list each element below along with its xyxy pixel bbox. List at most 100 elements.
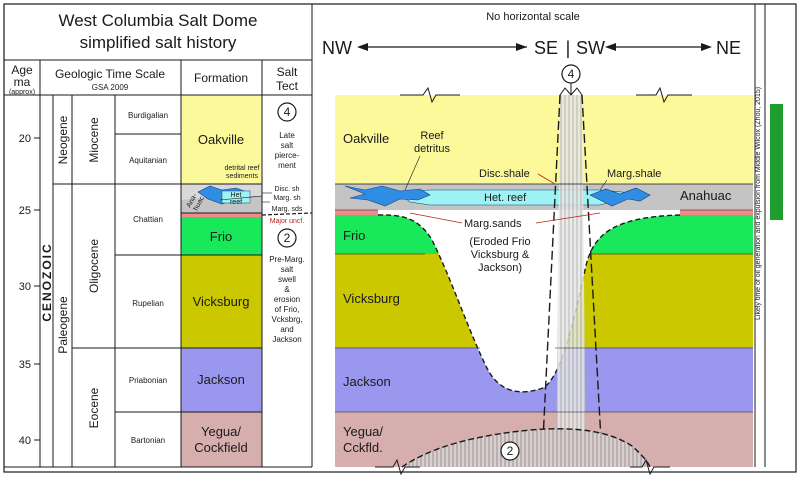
salt-stem-left-edge [542,94,561,441]
label-het-a: Het [231,192,242,199]
xs-label-eroded-3: Jackson) [478,262,522,274]
xs-label-reef: Reef [420,130,444,142]
reef-detritus-left [344,185,431,207]
label-het-b: reef [230,199,242,206]
cross-section [335,86,753,476]
reef-detritus-right [589,187,651,207]
stage-priabonian: Priabonian [129,376,167,385]
header-approx: (approx) [9,89,35,96]
late-line-1: Late [279,131,295,140]
dir-divider: | [566,38,571,58]
pre-line-4: & [284,285,290,294]
period-neogene: Neogene [56,115,70,164]
title-line-2: simplified salt history [80,33,237,52]
xs-label-het-reef: Het. reef [484,192,527,204]
epoch-eocene: Eocene [87,387,101,428]
frio-fill [181,217,262,255]
pre-line-2: salt [281,265,294,274]
xs-label-eroded-1: (Eroded Frio [469,236,530,248]
grid [3,3,797,473]
formation-yegua-b: Cockfield [194,440,247,455]
header-ma: ma [14,75,31,89]
phase-2-circle [277,228,297,248]
formation-oakville: Oakville [198,132,244,147]
pre-line-3: swell [278,275,296,284]
formation-column [181,95,262,467]
scale-note: No horizontal scale [486,11,580,23]
epoch-miocene: Miocene [87,117,101,163]
xs-label-yegua: Yegua/ [343,424,383,439]
label-marg-sds: Marg. sds [272,206,303,213]
phase-2-label: 2 [284,231,291,245]
xs-phase-2-label: 2 [507,444,514,458]
label-major-unconformity: Major uncf. [270,218,305,225]
marg-sands-fill [181,213,262,217]
age-20: 20 [19,133,31,145]
break-mark-top-right [636,86,692,104]
pre-line-8: and [280,325,293,334]
oakville-fill [181,95,262,184]
pre-line-6: of Frio, [275,305,300,314]
oil-generation-bar [770,104,783,220]
xs-label-disc-shale: Disc.shale [479,168,530,180]
formation-yegua-a: Yegua/ [201,424,241,439]
header-tect: Tect [276,79,299,93]
late-line-2: salt [281,141,294,150]
pre-line-5: erosion [274,295,300,304]
salt-stem [556,95,586,467]
period-paleogene: Paleogene [56,296,70,354]
break-mark-bottom-left [375,458,420,476]
label-detrital-b: sediments [226,173,258,180]
label-marg-sh: Marg. sh [273,195,300,202]
header-formation: Formation [194,71,248,85]
unconformity-line [261,212,313,216]
stage-aquitanian: Aquitanian [129,156,167,165]
stage-chattian: Chattian [133,215,163,224]
xs-label-marg-shale: Marg.shale [607,168,661,180]
pre-line-1: Pre-Marg. [269,255,305,264]
dir-ne: NE [716,38,741,58]
age-25: 25 [19,205,31,217]
vicksburg-fill [181,255,262,348]
late-line-4: ment [278,161,297,170]
xs-label-eroded-2: Vicksburg & [471,249,530,261]
late-line-3: pierce- [275,151,300,160]
label-detrital-a: detrital reef [224,165,259,172]
xs-label-frio: Frio [343,228,365,243]
dir-nw: NW [322,38,352,58]
xs-label-cckfld: Cckfld. [343,440,383,455]
formation-jackson: Jackson [197,372,245,387]
header-age: Age [11,63,33,77]
xs-label-marg-sands: Marg.sands [464,218,522,230]
phase-4-circle [277,102,297,122]
salt-stem-right-edge [581,94,602,441]
age-ticks [34,137,40,441]
salt-swell-outline [401,428,651,468]
break-mark-bottom-right [630,458,670,476]
stage-burdigalian: Burdigalian [128,111,168,120]
dir-se: SE [534,38,558,58]
age-30: 30 [19,281,31,293]
formation-frio: Frio [210,229,232,244]
jackson-fill [181,348,262,412]
direction-indicator: NW SE | SW NE [322,38,741,58]
xs-label-detritus: detritus [414,143,451,155]
title-line-1: West Columbia Salt Dome [58,11,257,30]
xs-oakville [335,95,753,184]
epoch-oligocene: Oligocene [87,239,101,293]
dir-sw: SW [576,38,605,58]
era-cenozoic: CENOZOIC [40,242,54,321]
age-40: 40 [19,435,31,447]
xs-label-vicksburg: Vicksburg [343,291,400,306]
header-gsa: GSA 2009 [92,83,129,92]
xs-label-oakville: Oakville [343,131,389,146]
header-salt: Salt [277,65,298,79]
stage-rupelian: Rupelian [132,299,164,308]
eroded-crater [378,210,680,392]
pre-line-9: Jackson [272,335,301,344]
break-mark-top-left [400,86,460,104]
stage-bartonian: Bartonian [131,436,165,445]
xs-phase-2-circle [500,441,520,461]
header-oil-generation: Likely time of oil generation and expuls… [755,87,762,320]
